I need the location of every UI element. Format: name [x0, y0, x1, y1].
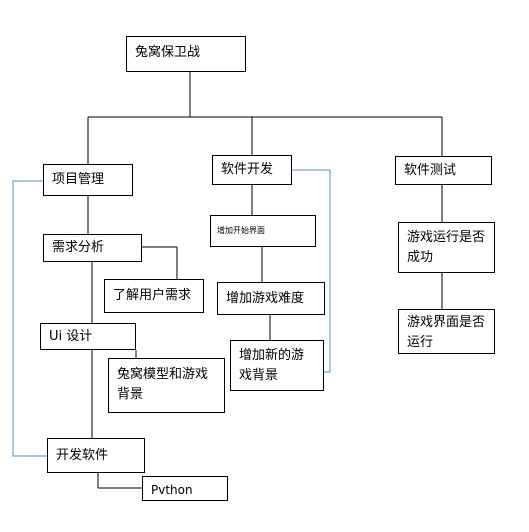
screen-runs-node: 游戏界面是否运行: [398, 309, 495, 354]
software-dev-node: 软件开发: [212, 155, 292, 185]
accent-connector: [292, 169, 331, 373]
root-node: 兔窝保卫战: [126, 36, 246, 72]
add-new-background-node: 增加新的游戏背景: [230, 340, 324, 391]
develop-software-node: 开发软件: [47, 438, 145, 473]
game-runs-success-node: 游戏运行是否成功: [398, 222, 495, 273]
project-management-node: 项目管理: [43, 164, 133, 196]
increase-difficulty-node: 增加游戏难度: [217, 282, 325, 315]
python-node: Pvthon: [142, 476, 228, 501]
accent-connector: [12, 180, 47, 457]
add-start-screen-node: 增加开始界面: [210, 215, 316, 247]
software-test-node: 软件测试: [395, 156, 492, 185]
requirements-analysis-node: 需求分析: [43, 234, 142, 262]
ui-design-node: Ui 设计: [40, 323, 136, 350]
understand-user-needs-node: 了解用户需求: [104, 279, 204, 313]
rabbit-model-and-background-node: 兔窝模型和游戏背景: [108, 358, 225, 413]
